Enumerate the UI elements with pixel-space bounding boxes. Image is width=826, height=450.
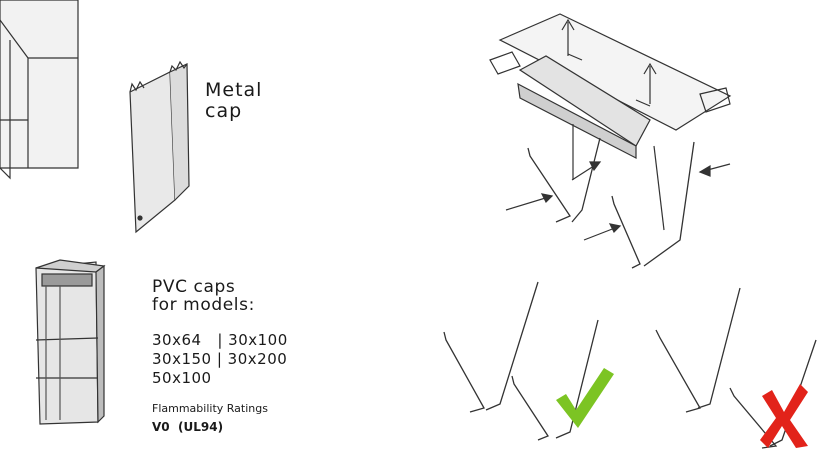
pvc-caps-label: PVC caps for models:	[152, 278, 255, 314]
model-list: 30x64 | 30x100 30x150 | 30x200 50x100	[152, 331, 288, 388]
correct-hanger-example	[443, 281, 599, 441]
incorrect-hanger-example	[655, 287, 817, 449]
model-list-line: 30x64 | 30x100	[152, 331, 288, 349]
model-list-line: 30x150 | 30x200	[152, 350, 288, 368]
check-icon	[556, 368, 614, 428]
hanger-wires	[527, 137, 695, 269]
model-list-line: 50x100	[152, 369, 212, 387]
pointer-arrows	[505, 161, 731, 241]
metal-cap-label: Metal cap	[205, 80, 262, 122]
pvc-cap-drawing	[35, 259, 106, 425]
pvc-caps-label-line2: for models:	[152, 295, 255, 315]
flammability-title: Flammability Ratings	[152, 402, 268, 415]
pvc-caps-label-line1: PVC caps	[152, 277, 236, 297]
cross-icon	[760, 384, 808, 448]
tray-assembly-drawing	[489, 13, 732, 231]
open-box-drawing	[0, 0, 79, 180]
metal-cap-label-line2: cap	[205, 100, 243, 122]
flammability-value: V0 (UL94)	[152, 420, 224, 434]
metal-cap-drawing	[129, 60, 190, 234]
metal-cap-label-line1: Metal	[205, 79, 263, 101]
